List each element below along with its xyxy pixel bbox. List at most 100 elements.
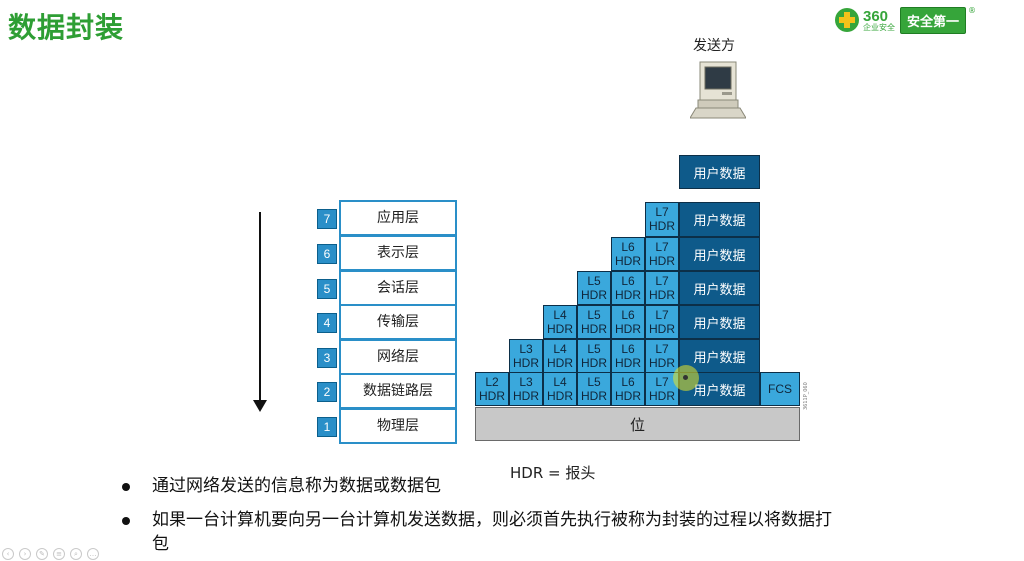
slide-toolbar: ‹ › ✎ ≡ ⌕ … [2,548,99,560]
layer-name: 表示层 [339,235,457,271]
header-layer-label: L6 [621,342,635,356]
header-layer-label: L4 [553,375,567,389]
header-hdr-label: HDR [479,389,505,403]
header-hdr-label: HDR [615,356,641,370]
logo-subtitle: 企业安全 [863,22,895,32]
header-layer-label: L5 [587,375,601,389]
layer-number: 2 [317,382,337,402]
header-hdr-label: HDR [615,254,641,268]
header-hdr-label: HDR [547,389,573,403]
layer-name: 会话层 [339,270,457,306]
logo-badge: 安全第一 [900,6,967,34]
header-hdr-label: HDR [581,288,607,302]
header-hdr-label: HDR [649,219,675,233]
layer-row-5: 5 会话层 [315,270,457,306]
header-layer-label: L2 [485,375,499,389]
bullet-text: 如果一台计算机要向另一台计算机发送数据，则必须首先执行被称为封装的过程以将数据打… [152,510,832,554]
menu-icon[interactable]: ≡ [53,548,65,560]
more-icon[interactable]: … [87,548,99,560]
fcs-trailer: FCS [760,372,800,406]
header-layer-label: L3 [519,375,533,389]
header-layer-label: L7 [655,375,669,389]
mouse-pointer-icon [683,375,688,380]
bullet-dot-icon [122,483,130,491]
user-data-block: 用户数据 [679,305,760,339]
header-hdr-label: HDR [649,322,675,336]
layer-row-2: 2 数据链路层 [315,373,457,409]
layer-name: 传输层 [339,304,457,340]
computer-icon [690,61,746,119]
layer-number: 4 [317,313,337,333]
layer-row-3: 3 网络层 [315,339,457,375]
header-layer-label: L5 [587,308,601,322]
user-data-block: 用户数据 [679,202,760,237]
plus-shield-icon [835,8,859,32]
layer-name: 物理层 [339,408,457,444]
sender-label: 发送方 [693,38,735,54]
header-hdr-label: HDR [615,322,641,336]
layer-number: 3 [317,348,337,368]
header-layer-label: L6 [621,375,635,389]
bullet-dot-icon [122,517,130,525]
header-layer-label: L4 [553,308,567,322]
header-hdr-label: HDR [547,356,573,370]
logo-brand: 360 [863,7,889,25]
layer-row-7: 7 应用层 [315,200,457,236]
header-hdr-label: HDR [649,254,675,268]
figure-code: 3611P_060 [803,382,809,410]
layer-name: 网络层 [339,339,457,375]
user-data-block: 用户数据 [679,155,760,189]
header-layer-label: L7 [655,240,669,254]
next-icon[interactable]: › [19,548,31,560]
header-layer-label: L4 [553,342,567,356]
zoom-icon[interactable]: ⌕ [70,548,82,560]
header-layer-label: L7 [655,342,669,356]
header-hdr-label: HDR [581,322,607,336]
header-hdr-label: HDR [513,356,539,370]
header-hdr-label: HDR [581,389,607,403]
header-layer-label: L6 [621,240,635,254]
pen-icon[interactable]: ✎ [36,548,48,560]
bullet-text: 通过网络发送的信息称为数据或数据包 [152,476,441,496]
direction-arrow [259,212,261,404]
layer-row-4: 4 传输层 [315,304,457,340]
header-layer-label: L7 [655,308,669,322]
header-hdr-label: HDR [513,389,539,403]
registered-mark: ® [968,6,977,15]
hdr-legend: HDR = 报头 [510,464,596,482]
header-layer-label: L6 [621,274,635,288]
header-hdr-label: HDR [649,288,675,302]
layer-name: 应用层 [339,200,457,236]
header-layer-label: L5 [587,274,601,288]
previous-icon[interactable]: ‹ [2,548,14,560]
header-layer-label: L7 [655,274,669,288]
user-data-block: 用户数据 [679,271,760,305]
header-layer-label: L3 [519,342,533,356]
header-hdr-label: HDR [581,356,607,370]
header-layer-label: L6 [621,308,635,322]
header-hdr-label: HDR [547,322,573,336]
header-hdr-label: HDR [615,288,641,302]
layer-number: 1 [317,417,337,437]
header-layer-label: L5 [587,342,601,356]
layer-number: 6 [317,244,337,264]
header-hdr-label: HDR [649,389,675,403]
